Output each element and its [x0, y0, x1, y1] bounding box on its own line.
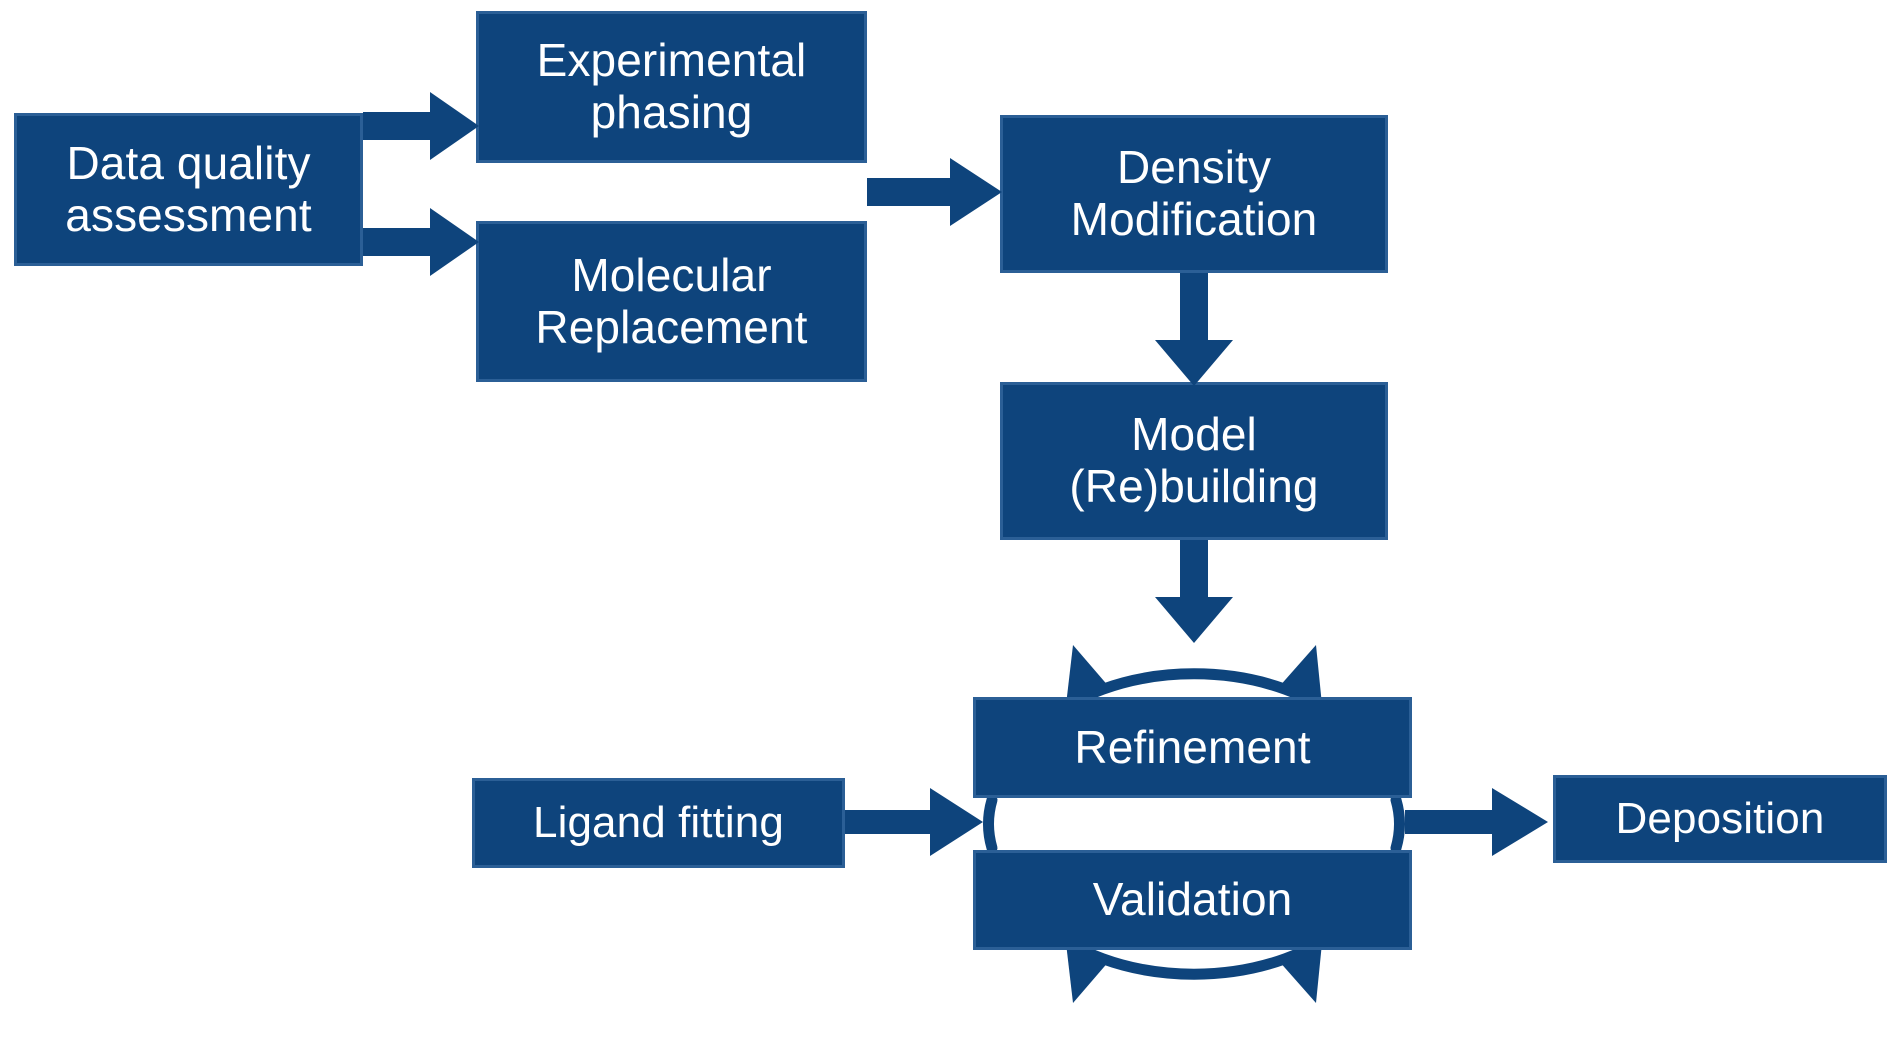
node-molecular-replacement[interactable]: Molecular Replacement	[476, 221, 867, 382]
node-data-quality-assessment[interactable]: Data quality assessment	[14, 113, 363, 266]
node-label-line2: Replacement	[535, 300, 808, 353]
node-label-line1: Experimental	[536, 34, 807, 87]
edge-dqa-to-molecular-replacement	[363, 208, 479, 276]
node-label-line1: Deposition	[1615, 794, 1825, 844]
node-refinement[interactable]: Refinement	[973, 697, 1412, 798]
node-density-modification[interactable]: Density Modification	[1000, 115, 1388, 273]
node-validation[interactable]: Validation	[973, 850, 1412, 950]
node-label-line2: assessment	[65, 188, 312, 241]
cycle-arc-right	[1390, 794, 1405, 854]
node-model-rebuilding[interactable]: Model (Re)building	[1000, 382, 1388, 540]
node-label-line1: Density	[1116, 141, 1272, 194]
node-label-line1: Data quality	[66, 136, 311, 189]
edge-dqa-to-experimental-phasing	[363, 92, 479, 160]
node-experimental-phasing[interactable]: Experimental phasing	[476, 11, 867, 163]
node-label-line2: Modification	[1070, 193, 1318, 245]
edge-ligand-fitting-to-refinement	[845, 788, 983, 856]
node-label-line1: Ligand fitting	[533, 798, 784, 848]
node-deposition[interactable]: Deposition	[1553, 775, 1887, 863]
node-label-line1: Molecular	[571, 248, 772, 301]
node-label-line1: Validation	[1092, 873, 1293, 926]
edge-phasing-to-density-modification	[867, 158, 1002, 226]
node-label-line1: Refinement	[1074, 720, 1311, 773]
node-ligand-fitting[interactable]: Ligand fitting	[472, 778, 845, 868]
node-label-line2: (Re)building	[1069, 460, 1319, 512]
node-label-line2: phasing	[590, 86, 753, 138]
edge-density-modification-to-model-rebuilding	[1155, 273, 1233, 386]
node-label-line1: Model	[1131, 408, 1257, 461]
cycle-arc-left	[983, 794, 998, 854]
edge-validation-to-deposition	[1405, 788, 1548, 856]
edge-model-rebuilding-to-refinement	[1155, 540, 1233, 643]
